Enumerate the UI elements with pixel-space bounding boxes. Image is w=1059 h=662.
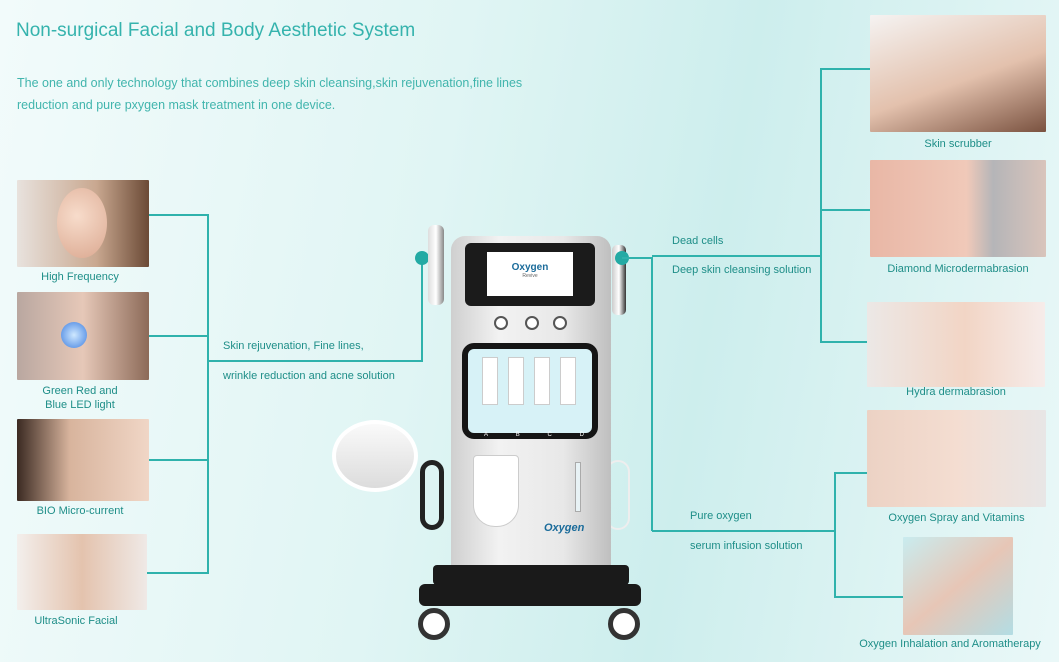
bottle-button-c[interactable]: C: [547, 432, 552, 438]
hydra-dermabrasion-photo: [867, 302, 1045, 387]
bio-microcurrent-photo: [17, 419, 149, 501]
screen-brand-sub: Revive: [522, 273, 538, 279]
oxygen-inhalation-photo: [903, 537, 1013, 635]
right-bottom-note-line1: Pure oxygen: [690, 510, 752, 522]
diamond-microdermabrasion-photo: [870, 160, 1046, 257]
bottle: [560, 357, 576, 405]
bio-microcurrent-label: BIO Micro-current: [36, 505, 124, 517]
connector-line: [147, 572, 208, 574]
screen-brand: Oxygen: [511, 262, 549, 273]
connector-line: [834, 472, 868, 474]
skin-scrubber-photo: [870, 15, 1046, 132]
right-top-note-line2: Deep skin cleansing solution: [672, 264, 812, 276]
connector-line: [652, 255, 821, 257]
bottle-buttons: A B C D: [484, 432, 584, 438]
bottle-button-b[interactable]: B: [515, 432, 520, 438]
knob: [525, 316, 539, 330]
cable: [420, 460, 444, 530]
right-bottom-note-line2: serum infusion solution: [690, 540, 803, 552]
connector-line: [421, 258, 423, 362]
connector-line: [652, 530, 836, 532]
oxygen-inhalation-label: Oxygen Inhalation and Aromatherapy: [859, 638, 1041, 650]
page-title: Non-surgical Facial and Body Aesthetic S…: [16, 20, 416, 41]
led-light-photo: [17, 292, 149, 380]
bottle: [508, 357, 524, 405]
connector-line: [149, 214, 208, 216]
subtitle-line: reduction and pure pxygen mask treatment…: [17, 98, 336, 112]
diamond-microdermabrasion-label: Diamond Microdermabrasion: [887, 263, 1029, 275]
label-line: Blue LED light: [45, 399, 115, 411]
led-mask: [332, 420, 418, 492]
device-brand: Oxygen: [544, 522, 585, 534]
connector-line: [820, 209, 870, 211]
high-frequency-label: High Frequency: [41, 271, 119, 283]
connector-line: [149, 335, 208, 337]
knob: [553, 316, 567, 330]
flowmeter: [575, 462, 581, 512]
connector-line: [207, 214, 209, 574]
wheel: [608, 608, 640, 640]
wheel: [418, 608, 450, 640]
high-frequency-photo: [17, 180, 149, 267]
bottle: [534, 357, 550, 405]
hydra-dermabrasion-label: Hydra dermabrasion: [906, 386, 1006, 398]
connector-line: [208, 360, 423, 362]
skin-scrubber-label: Skin scrubber: [924, 138, 992, 150]
page-subtitle: The one and only technology that combine…: [17, 72, 547, 116]
connector-line: [820, 341, 870, 343]
connector-line: [820, 68, 822, 342]
left-note-line2: wrinkle reduction and acne solution: [223, 370, 395, 382]
connector-line: [622, 257, 653, 259]
bottle: [482, 357, 498, 405]
right-top-note-line1: Dead cells: [672, 235, 724, 247]
waste-jar: [473, 455, 519, 527]
connector-line: [834, 596, 904, 598]
ultrasonic-facial-label: UltraSonic Facial: [34, 615, 118, 627]
bottle-button-d[interactable]: D: [579, 432, 584, 438]
ultrasonic-facial-photo: [17, 534, 147, 610]
knob: [494, 316, 508, 330]
device-base: [433, 565, 629, 585]
connector-line: [820, 68, 870, 70]
handpiece-left: [428, 225, 444, 305]
connector-line: [149, 459, 208, 461]
connector-dot: [415, 251, 429, 265]
label-line: Green Red and: [42, 385, 118, 397]
oxygen-spray-label: Oxygen Spray and Vitamins: [888, 512, 1025, 524]
device-base: [419, 584, 641, 606]
subtitle-line: The one and only technology that combine…: [17, 76, 523, 90]
connector-line: [651, 257, 653, 531]
bottle-button-a[interactable]: A: [484, 432, 489, 438]
oxygen-spray-photo: [867, 410, 1046, 507]
connector-line: [834, 472, 836, 597]
left-note-line1: Skin rejuvenation, Fine lines,: [223, 340, 364, 352]
